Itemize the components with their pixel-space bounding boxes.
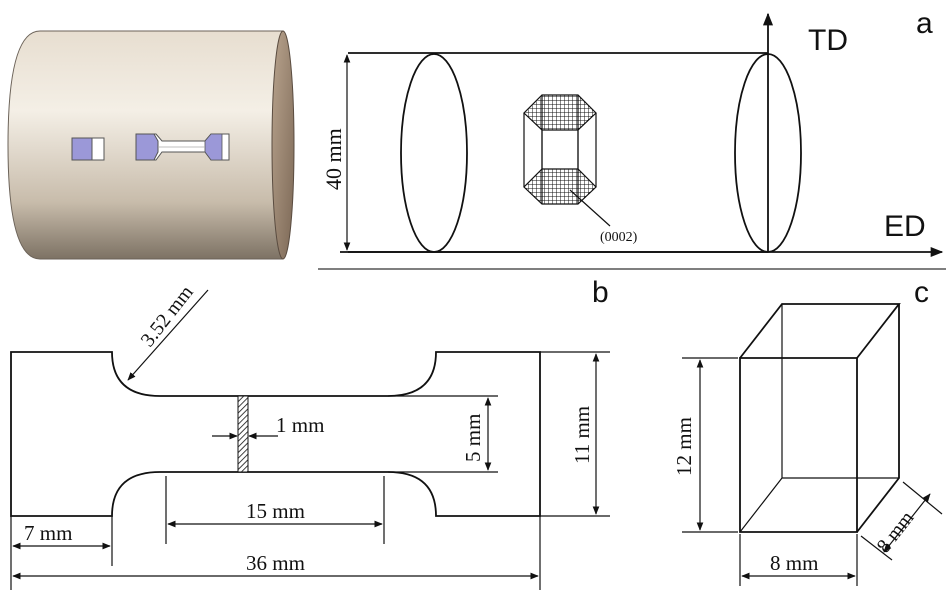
tensile-specimen-drawing (10, 289, 610, 590)
cube-specimen-cutout (71, 137, 105, 161)
panel-label-c: c (914, 276, 929, 309)
cube-specimen-drawing (682, 303, 943, 586)
cylinder-render (7, 30, 295, 260)
radius-label: 3.52 mm (137, 281, 198, 351)
total-length-label: 36 mm (246, 551, 305, 575)
gauge-width-label: 5 mm (461, 414, 485, 462)
grip-length-label: 7 mm (24, 521, 72, 545)
notch-width-label: 1 mm (276, 413, 324, 437)
cylinder-height-label: 40 mm (321, 128, 346, 190)
panel-label-a: a (916, 7, 933, 40)
panel-label-b: b (592, 276, 609, 309)
radius-leader (127, 289, 209, 381)
cylinder-end-face (271, 30, 295, 260)
basal-plane-leader (569, 189, 611, 227)
notch-mark (237, 395, 249, 473)
hcp-unit-cell (523, 94, 611, 227)
ed-axis-label: ED (884, 210, 926, 243)
cylinder-schematic (340, 12, 944, 258)
td-axis-label: TD (808, 24, 848, 57)
cube-depth-label: 8 mm (873, 507, 919, 557)
basal-plane-label: (0002) (600, 230, 638, 245)
tensile-specimen-cutout (135, 133, 230, 161)
total-width-label: 11 mm (570, 406, 594, 464)
cylinder-left-section (400, 53, 468, 253)
cube-height-label: 12 mm (672, 417, 696, 476)
gauge-length-label: 15 mm (246, 499, 305, 523)
cube-width-label: 8 mm (770, 551, 818, 575)
